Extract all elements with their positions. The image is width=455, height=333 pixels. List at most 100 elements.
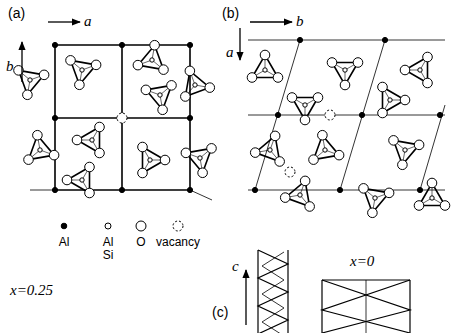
oxygen-atom bbox=[305, 202, 315, 212]
lattice-line bbox=[321, 280, 322, 333]
legend-text: Al bbox=[54, 236, 74, 249]
oxygen-atom bbox=[414, 140, 424, 150]
oxygen-atom bbox=[250, 148, 260, 158]
oxygen-atom bbox=[205, 83, 215, 93]
axis-arrow bbox=[250, 21, 292, 22]
oxygen-atom bbox=[23, 90, 33, 100]
axis-label: c bbox=[232, 258, 239, 275]
oxygen-atom bbox=[85, 162, 95, 172]
oxygen-atom bbox=[91, 60, 101, 70]
al-atom bbox=[275, 112, 280, 117]
al-si-atom bbox=[148, 158, 152, 162]
axis-arrow bbox=[245, 270, 246, 325]
oxygen-atom bbox=[359, 184, 369, 194]
oxygen-atom bbox=[280, 193, 290, 203]
lattice-line bbox=[257, 250, 258, 333]
composition-label: x=0.25 bbox=[10, 282, 53, 299]
al-si-atom bbox=[430, 196, 434, 200]
al-atom bbox=[52, 42, 57, 47]
axis-arrow bbox=[48, 21, 80, 22]
axis-label: b bbox=[296, 13, 304, 30]
octahedron-chain bbox=[262, 252, 284, 333]
lattice-line bbox=[248, 190, 445, 191]
al-si-atom bbox=[28, 78, 32, 82]
al-si-atom bbox=[80, 68, 84, 72]
oxygen-atom bbox=[427, 178, 437, 188]
lattice-line bbox=[409, 280, 410, 333]
vacancy-site bbox=[173, 221, 183, 231]
vacancy-site bbox=[117, 113, 127, 123]
oxygen-atom bbox=[85, 188, 95, 198]
al-atom bbox=[417, 187, 422, 192]
oxygen-atom bbox=[24, 155, 34, 165]
octahedron-chain bbox=[322, 280, 410, 333]
oxygen-atom bbox=[340, 80, 350, 90]
oxygen-atom bbox=[309, 155, 319, 165]
oxygen-atom bbox=[400, 95, 410, 105]
oxygen-atom bbox=[273, 73, 283, 83]
al-atom bbox=[187, 42, 192, 47]
oxygen-atom bbox=[138, 168, 148, 178]
oxygen-atom bbox=[247, 73, 257, 83]
axis-arrow bbox=[21, 42, 22, 82]
panel-label: (c) bbox=[212, 305, 228, 320]
al-si-atom bbox=[343, 68, 347, 72]
oxygen-atom bbox=[275, 157, 285, 167]
al-si-atom bbox=[263, 68, 267, 72]
oxygen-atom bbox=[440, 201, 450, 211]
octahedron-chain bbox=[258, 250, 288, 333]
oxygen-atom bbox=[39, 70, 49, 80]
al-atom bbox=[297, 37, 302, 42]
al-atom bbox=[337, 187, 342, 192]
oxygen-atom bbox=[138, 142, 148, 152]
al-atom bbox=[61, 223, 67, 229]
oxygen-atom bbox=[327, 58, 337, 68]
al-si-atom bbox=[158, 93, 162, 97]
oxygen-atom bbox=[334, 150, 344, 160]
oxygen-atom bbox=[33, 130, 43, 140]
composition-label: x=0 bbox=[350, 253, 374, 270]
lattice-line bbox=[255, 40, 300, 190]
oxygen-atom bbox=[353, 58, 363, 68]
oxygen-atom bbox=[167, 81, 177, 91]
al-atom bbox=[252, 187, 257, 192]
al-atom bbox=[187, 187, 192, 192]
octahedron-chain bbox=[322, 280, 410, 333]
al-si-atom bbox=[105, 223, 111, 229]
oxygen-atom bbox=[300, 176, 310, 186]
oxygen-atom bbox=[185, 66, 195, 76]
al-si-atom bbox=[80, 178, 84, 182]
axis-label: a bbox=[84, 13, 92, 30]
oxygen-atom bbox=[62, 175, 72, 185]
vacancy-site bbox=[325, 110, 335, 120]
oxygen-atom bbox=[318, 130, 328, 140]
al-atom bbox=[187, 115, 192, 120]
vacancy-site bbox=[285, 167, 295, 177]
oxygen-atom bbox=[150, 40, 160, 50]
oxygen-atom bbox=[313, 93, 323, 103]
oxygen-atom bbox=[198, 168, 208, 178]
al-si-atom bbox=[388, 98, 392, 102]
al-atom bbox=[119, 187, 124, 192]
legend-text: Al Si bbox=[97, 236, 119, 262]
al-atom bbox=[52, 187, 57, 192]
oxygen-atom bbox=[72, 135, 82, 145]
oxygen-atom bbox=[287, 93, 297, 103]
oxygen-atom bbox=[158, 105, 168, 115]
al-si-atom bbox=[268, 148, 272, 152]
oxygen-atom bbox=[95, 148, 105, 158]
oxygen-atom bbox=[423, 52, 433, 62]
al-atom bbox=[119, 42, 124, 47]
oxygen-atom bbox=[384, 188, 394, 198]
oxygen-atom bbox=[159, 65, 169, 75]
al-atom bbox=[52, 115, 57, 120]
oxygen-atom bbox=[368, 208, 378, 218]
al-si-atom bbox=[150, 58, 154, 62]
al-si-atom bbox=[418, 68, 422, 72]
oxygen-atom bbox=[389, 136, 399, 146]
al-si-atom bbox=[403, 148, 407, 152]
oxygen-atom bbox=[423, 78, 433, 88]
al-si-atom bbox=[193, 83, 197, 87]
al-atom bbox=[382, 37, 387, 42]
